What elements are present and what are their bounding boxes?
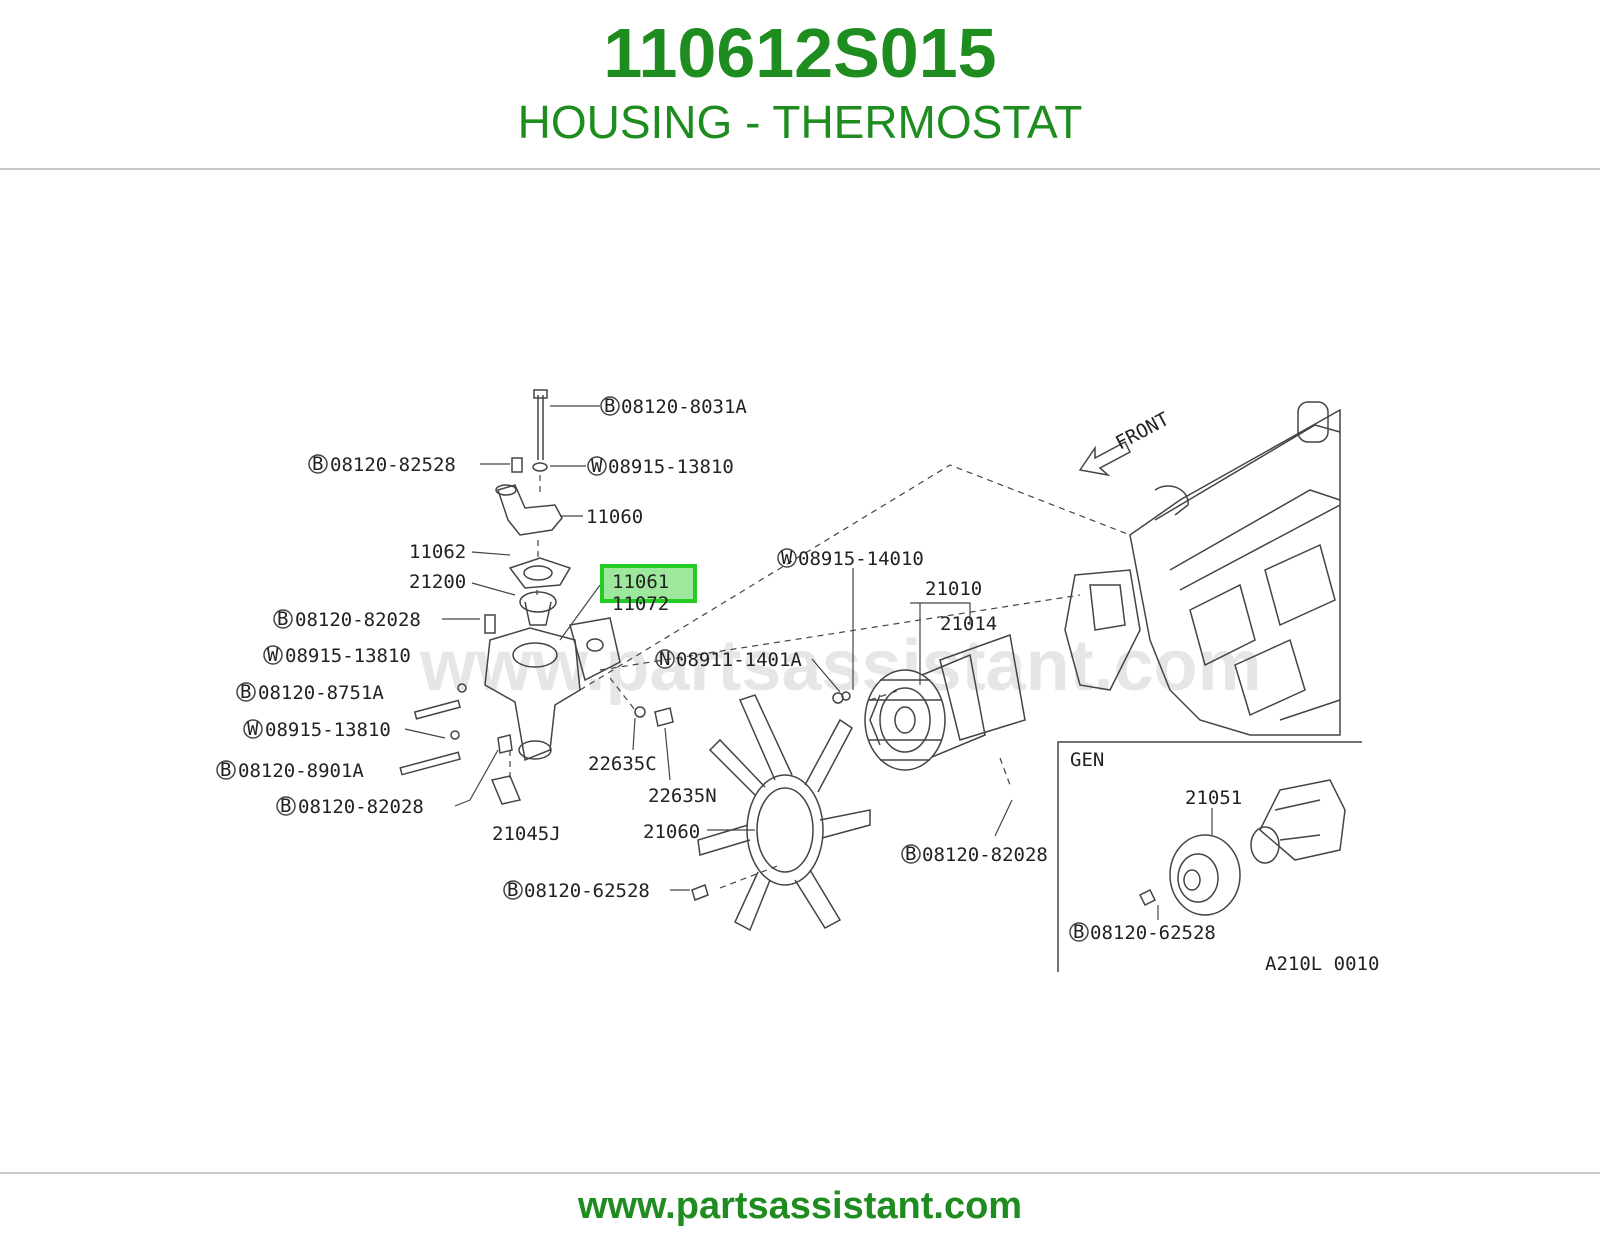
front-direction-arrow: FRONT <box>1078 408 1173 477</box>
label-08120-8751A: 08120-8751A <box>258 682 384 704</box>
part-number-title: 110612S015 <box>603 14 997 92</box>
label-08915-14010: 08915-14010 <box>798 548 924 570</box>
prefix-washer-top: W <box>591 455 603 477</box>
footer-divider <box>0 1172 1600 1174</box>
label-11062: 11062 <box>409 541 466 563</box>
label-11061: 11061 <box>612 571 669 593</box>
prefix-nut-1401a: N <box>659 648 670 670</box>
prefix-bolt-top: B <box>604 395 615 417</box>
label-08915-13810-mid: 08915-13810 <box>285 645 411 667</box>
prefix-bolt-82028-a: B <box>277 608 288 630</box>
label-inset-08120-62528: 08120-62528 <box>1090 922 1216 944</box>
label-21014: 21014 <box>940 613 997 635</box>
prefix-bolt-8751a: B <box>240 681 251 703</box>
label-21060: 21060 <box>643 821 700 843</box>
label-08120-82528: 08120-82528 <box>330 454 456 476</box>
label-21045J: 21045J <box>492 823 561 845</box>
prefix-washer-mid: W <box>267 644 279 666</box>
callout-labels: B 08120-8031A B 08120-82528 W 08915-1381… <box>216 395 1048 902</box>
prefix-bolt-82028-c: B <box>905 843 916 865</box>
label-08120-82028-a: 08120-82028 <box>295 609 421 631</box>
prefix-bolt-82028-b: B <box>280 795 291 817</box>
label-08120-62528: 08120-62528 <box>524 880 650 902</box>
part-name-subtitle: HOUSING - THERMOSTAT <box>517 96 1083 148</box>
figure-code: A210L 0010 <box>1265 953 1379 975</box>
header-divider <box>0 168 1600 170</box>
footer-site-link[interactable]: www.partsassistant.com <box>577 1185 1023 1227</box>
prefix-washer-14010: W <box>781 547 793 569</box>
highlight-box-11061 <box>600 564 697 603</box>
inset-title: GEN <box>1070 749 1104 771</box>
label-inset-21051: 21051 <box>1185 787 1242 809</box>
thermostat-assembly-drawing <box>399 389 674 805</box>
label-08911-1401A: 08911-1401A <box>676 649 802 671</box>
label-08120-8031A: 08120-8031A <box>621 396 747 418</box>
prefix-washer-low: W <box>247 718 259 740</box>
label-08120-82028-b: 08120-82028 <box>298 796 424 818</box>
gen-inset-box: GEN 21051 B 08120-62528 A210L 0010 <box>1057 741 1379 975</box>
label-08120-8901A: 08120-8901A <box>238 760 364 782</box>
prefix-inset-bolt: B <box>1073 921 1084 943</box>
label-22635N: 22635N <box>648 785 717 807</box>
label-21200: 21200 <box>409 571 466 593</box>
fan-blade-drawing <box>691 694 871 932</box>
label-11072: 11072 <box>612 593 669 615</box>
diagram-canvas: www.partsassistant.com FRONT GEN 21051 B <box>216 389 1379 975</box>
exploded-parts-diagram: www.partsassistant.com FRONT GEN 21051 B <box>180 340 1420 1010</box>
label-08120-82028-c: 08120-82028 <box>922 844 1048 866</box>
label-11060: 11060 <box>586 506 643 528</box>
engine-block-drawing <box>1064 401 1341 736</box>
front-label: FRONT <box>1112 408 1173 454</box>
label-22635C: 22635C <box>588 753 657 775</box>
label-08915-13810-top: 08915-13810 <box>608 456 734 478</box>
label-08915-13810-low: 08915-13810 <box>265 719 391 741</box>
prefix-bolt-62528: B <box>507 879 518 901</box>
prefix-bolt-82528: B <box>312 453 323 475</box>
label-21010: 21010 <box>925 578 982 600</box>
header: 110612S015 HOUSING - THERMOSTAT <box>0 0 1600 168</box>
prefix-bolt-8901a: B <box>220 759 231 781</box>
